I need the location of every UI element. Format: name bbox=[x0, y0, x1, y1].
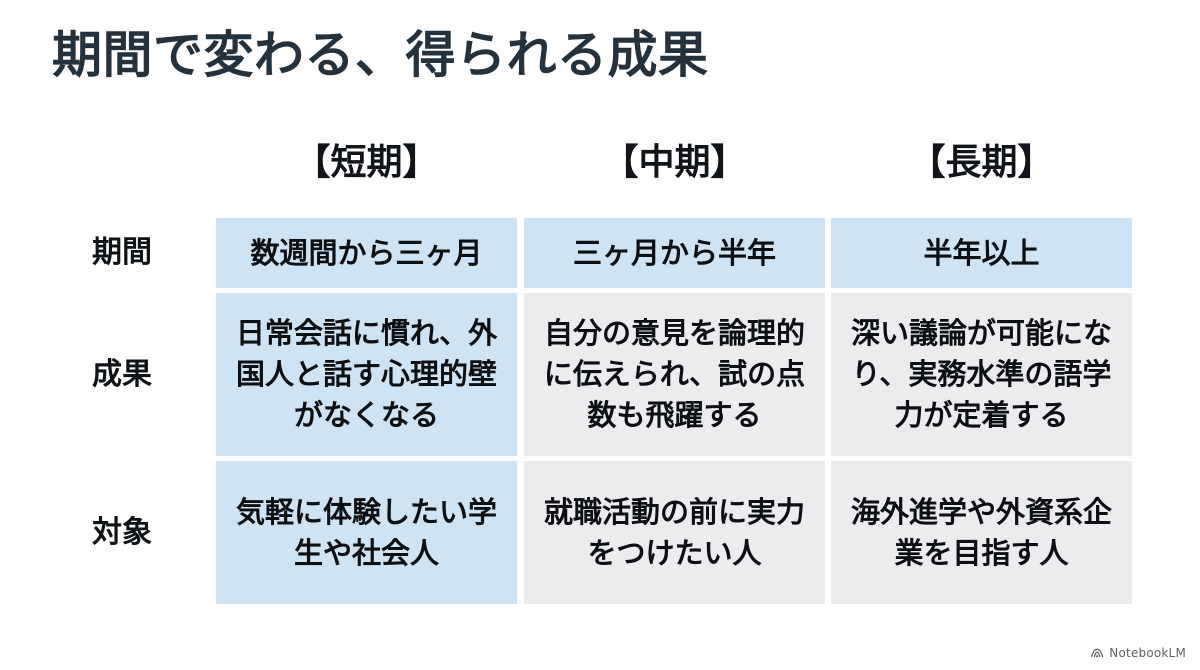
cell-text: 気軽に体験したい学生や社会人 bbox=[235, 494, 497, 570]
column-header-long-term: 【長期】 bbox=[909, 142, 1054, 183]
cell-text: 数週間から三ヶ月 bbox=[250, 235, 483, 270]
notebooklm-icon bbox=[1090, 646, 1104, 660]
table-cell-duration-short: 数週間から三ヶ月 bbox=[216, 218, 517, 288]
page-title: 期間で変わる、得られる成果 bbox=[52, 26, 709, 84]
notebooklm-label: NotebookLM bbox=[1109, 646, 1186, 660]
cell-text: 半年以上 bbox=[923, 235, 1040, 270]
table-cell-outcome-short: 日常会話に慣れ、外国人と話す心理的壁がなくなる bbox=[216, 293, 517, 456]
table-cell-audience-long: 海外進学や外資系企業を目指す人 bbox=[831, 461, 1132, 604]
comparison-table: 数週間から三ヶ月 三ヶ月から半年 半年以上 日常会話に慣れ、外国人と話す心理的壁… bbox=[216, 218, 1132, 604]
row-label-duration: 期間 bbox=[92, 235, 152, 270]
row-label-outcome: 成果 bbox=[92, 357, 152, 392]
table-row: 気軽に体験したい学生や社会人 就職活動の前に実力をつけたい人 海外進学や外資系企… bbox=[216, 461, 1132, 604]
table-cell-duration-long: 半年以上 bbox=[831, 218, 1132, 288]
cell-text: 就職活動の前に実力をつけたい人 bbox=[543, 494, 805, 570]
column-header-row: 【短期】 【中期】 【長期】 bbox=[216, 140, 1132, 194]
cell-text: 深い議論が可能になり、実務水準の語学力が定着する bbox=[850, 316, 1112, 432]
table-row: 数週間から三ヶ月 三ヶ月から半年 半年以上 bbox=[216, 218, 1132, 288]
column-header-mid-term: 【中期】 bbox=[602, 142, 747, 183]
cell-text: 海外進学や外資系企業を目指す人 bbox=[850, 494, 1112, 570]
table-cell-outcome-mid: 自分の意見を論理的に伝えられ、試の点数も飛躍する bbox=[524, 293, 825, 456]
table-cell-outcome-long: 深い議論が可能になり、実務水準の語学力が定着する bbox=[831, 293, 1132, 456]
table-cell-audience-mid: 就職活動の前に実力をつけたい人 bbox=[524, 461, 825, 604]
column-header-short-term: 【短期】 bbox=[294, 142, 439, 183]
table-cell-duration-mid: 三ヶ月から半年 bbox=[524, 218, 825, 288]
row-label-audience: 対象 bbox=[92, 515, 152, 550]
notebooklm-watermark: NotebookLM bbox=[1090, 646, 1186, 660]
table-row: 日常会話に慣れ、外国人と話す心理的壁がなくなる 自分の意見を論理的に伝えられ、試… bbox=[216, 293, 1132, 456]
cell-text: 日常会話に慣れ、外国人と話す心理的壁がなくなる bbox=[235, 316, 498, 432]
cell-text: 自分の意見を論理的に伝えられ、試の点数も飛躍する bbox=[543, 316, 806, 432]
table-cell-audience-short: 気軽に体験したい学生や社会人 bbox=[216, 461, 517, 604]
cell-text: 三ヶ月から半年 bbox=[572, 235, 776, 270]
